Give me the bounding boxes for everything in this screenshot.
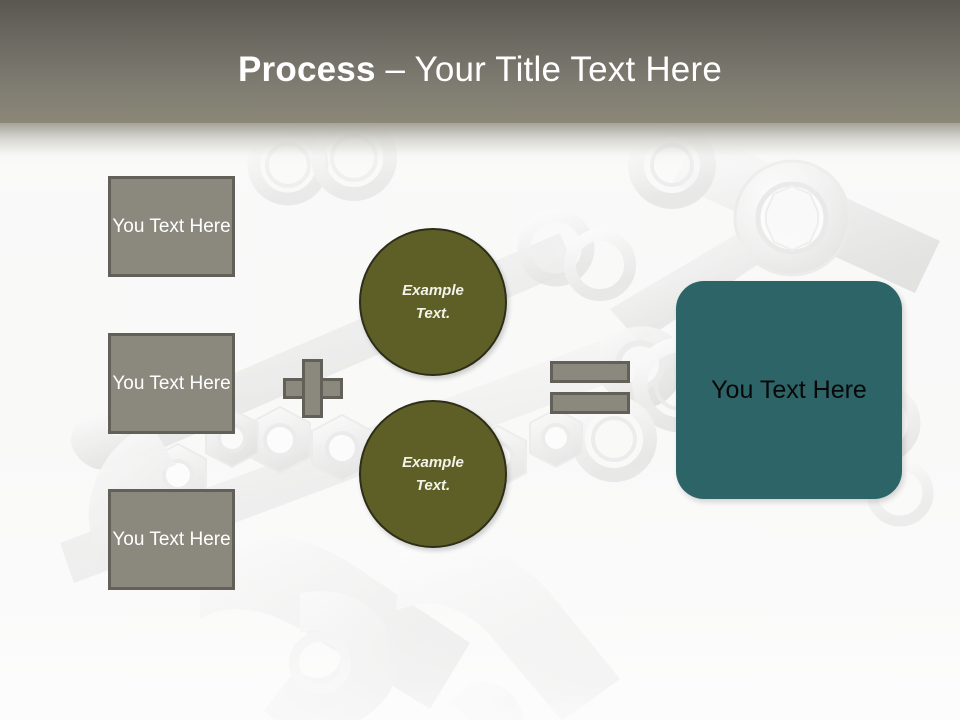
title-band <box>0 0 960 123</box>
example-circle-1[interactable]: Example Text. <box>359 228 507 376</box>
equals-icon-top-bar <box>550 361 630 383</box>
example-circle-2-line1: Example <box>402 454 464 471</box>
input-box-1-label: You Text Here <box>112 215 231 237</box>
result-box[interactable]: You Text Here <box>676 281 902 499</box>
equals-icon <box>550 361 630 414</box>
example-circle-2-line2: Text. <box>415 477 451 494</box>
example-circle-1-line2: Text. <box>415 305 451 322</box>
equals-icon-bottom-bar <box>550 392 630 414</box>
result-box-label: You Text Here <box>711 375 867 404</box>
input-box-2-label: You Text Here <box>112 372 231 394</box>
example-circle-1-line1: Example <box>402 282 464 299</box>
input-box-3[interactable]: You Text Here <box>108 489 235 590</box>
example-circle-2[interactable]: Example Text. <box>359 400 507 548</box>
plus-icon <box>283 359 343 418</box>
input-box-2[interactable]: You Text Here <box>108 333 235 434</box>
page-title-rest: – Your Title Text Here <box>375 50 722 89</box>
input-box-1[interactable]: You Text Here <box>108 176 235 277</box>
input-box-3-label: You Text Here <box>112 528 231 550</box>
page-title-emphasis: Process <box>238 50 376 89</box>
page-title: Process – Your Title Text Here <box>0 50 960 90</box>
plus-icon-center <box>305 381 320 396</box>
